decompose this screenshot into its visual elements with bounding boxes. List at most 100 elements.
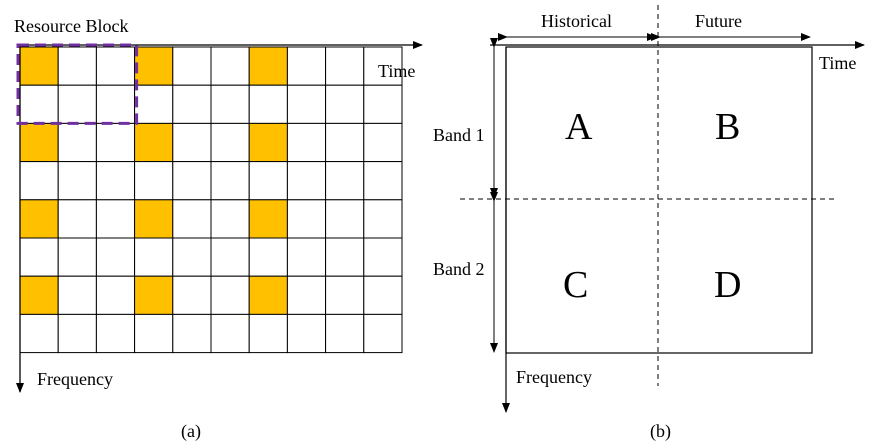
pilot-cell bbox=[248, 122, 288, 163]
band1-label: Band 1 bbox=[433, 125, 485, 145]
grid-cell bbox=[95, 84, 136, 124]
grid-cell bbox=[134, 237, 174, 277]
pilot-cell bbox=[248, 46, 288, 86]
grid-cell bbox=[325, 199, 365, 239]
pilot-cell bbox=[19, 275, 59, 315]
grid-cell bbox=[172, 161, 212, 201]
grid-cell bbox=[248, 313, 288, 354]
grid-cell bbox=[19, 237, 59, 277]
grid-cell bbox=[286, 46, 327, 86]
grid-cell bbox=[325, 237, 365, 277]
pilot-cell bbox=[19, 199, 59, 239]
grid-cell bbox=[172, 313, 212, 354]
caption-b: (b) bbox=[650, 421, 671, 441]
time-axis-label-b: Time bbox=[819, 53, 857, 73]
panel-b-diagram bbox=[460, 5, 865, 413]
pilot-cell bbox=[134, 46, 174, 86]
resource-block-title: Resource Block bbox=[14, 16, 129, 36]
grid-cell bbox=[95, 46, 136, 86]
grid-cell bbox=[363, 275, 403, 315]
pilot-cell bbox=[19, 46, 59, 86]
quadrant-c-label: C bbox=[563, 264, 589, 306]
grid-cell bbox=[286, 161, 327, 201]
grid-cell bbox=[57, 161, 97, 201]
grid-cell bbox=[95, 313, 136, 354]
grid-cell bbox=[363, 161, 403, 201]
grid-cell bbox=[57, 275, 97, 315]
grid-cell bbox=[325, 313, 365, 354]
grid-cell bbox=[363, 313, 403, 354]
grid-cell bbox=[325, 122, 365, 163]
grid-cell bbox=[172, 84, 212, 124]
grid-cell bbox=[325, 46, 365, 86]
grid-cell bbox=[210, 161, 250, 201]
grid-cell bbox=[210, 237, 250, 277]
grid-cell bbox=[57, 122, 97, 163]
grid-cell bbox=[95, 161, 136, 201]
quadrant-box bbox=[505, 46, 813, 354]
grid-cell bbox=[19, 84, 59, 124]
grid-cell bbox=[57, 84, 97, 124]
grid-cell bbox=[172, 46, 212, 86]
grid-cell bbox=[210, 84, 250, 124]
pilot-cell bbox=[134, 199, 174, 239]
grid-cell bbox=[363, 199, 403, 239]
grid-cell bbox=[325, 275, 365, 315]
resource-block-outline bbox=[16, 43, 139, 125]
grid-cell bbox=[172, 122, 212, 163]
resource-grid bbox=[19, 46, 403, 354]
grid-cell bbox=[248, 161, 288, 201]
grid-cell bbox=[172, 275, 212, 315]
grid-cell bbox=[95, 199, 136, 239]
grid-cell bbox=[286, 199, 327, 239]
grid-cell bbox=[210, 199, 250, 239]
historical-label: Historical bbox=[541, 11, 612, 31]
grid-cell bbox=[57, 199, 97, 239]
grid-cell bbox=[363, 237, 403, 277]
grid-cell bbox=[325, 161, 365, 201]
grid-cell bbox=[134, 161, 174, 201]
grid-cell bbox=[95, 275, 136, 315]
panel-a-diagram bbox=[16, 41, 423, 393]
caption-a: (a) bbox=[181, 421, 201, 441]
grid-cell bbox=[325, 84, 365, 124]
grid-cell bbox=[210, 275, 250, 315]
pilot-cell bbox=[19, 122, 59, 163]
grid-cell bbox=[57, 46, 97, 86]
grid-cell bbox=[210, 122, 250, 163]
frequency-axis-label: Frequency bbox=[37, 369, 113, 389]
grid-cell bbox=[172, 237, 212, 277]
grid-cell bbox=[57, 237, 97, 277]
grid-cell bbox=[210, 313, 250, 354]
grid-cell bbox=[286, 237, 327, 277]
quadrant-b-label: B bbox=[715, 106, 741, 148]
grid-cell bbox=[210, 46, 250, 86]
future-label: Future bbox=[695, 11, 742, 31]
grid-cell bbox=[363, 122, 403, 163]
pilot-cell bbox=[134, 275, 174, 315]
grid-cell bbox=[134, 313, 174, 354]
grid-cell bbox=[286, 84, 327, 124]
frequency-axis-label-b: Frequency bbox=[516, 367, 592, 387]
grid-cell bbox=[95, 237, 136, 277]
pilot-cell bbox=[248, 199, 288, 239]
grid-cell bbox=[286, 313, 327, 354]
grid-cell bbox=[363, 46, 403, 86]
grid-cell bbox=[95, 122, 136, 163]
grid-cell bbox=[57, 313, 97, 354]
grid-cell bbox=[286, 122, 327, 163]
grid-cell bbox=[248, 237, 288, 277]
pilot-cell bbox=[248, 275, 288, 315]
time-axis-label: Time bbox=[378, 61, 416, 81]
pilot-cell bbox=[134, 122, 174, 163]
quadrant-d-label: D bbox=[714, 264, 742, 306]
grid-cell bbox=[19, 313, 59, 354]
grid-cell bbox=[248, 84, 288, 124]
grid-cell bbox=[19, 161, 59, 201]
grid-cell bbox=[363, 84, 403, 124]
quadrant-a-label: A bbox=[565, 106, 593, 148]
grid-cell bbox=[172, 199, 212, 239]
band2-label: Band 2 bbox=[433, 259, 485, 279]
grid-cell bbox=[286, 275, 327, 315]
